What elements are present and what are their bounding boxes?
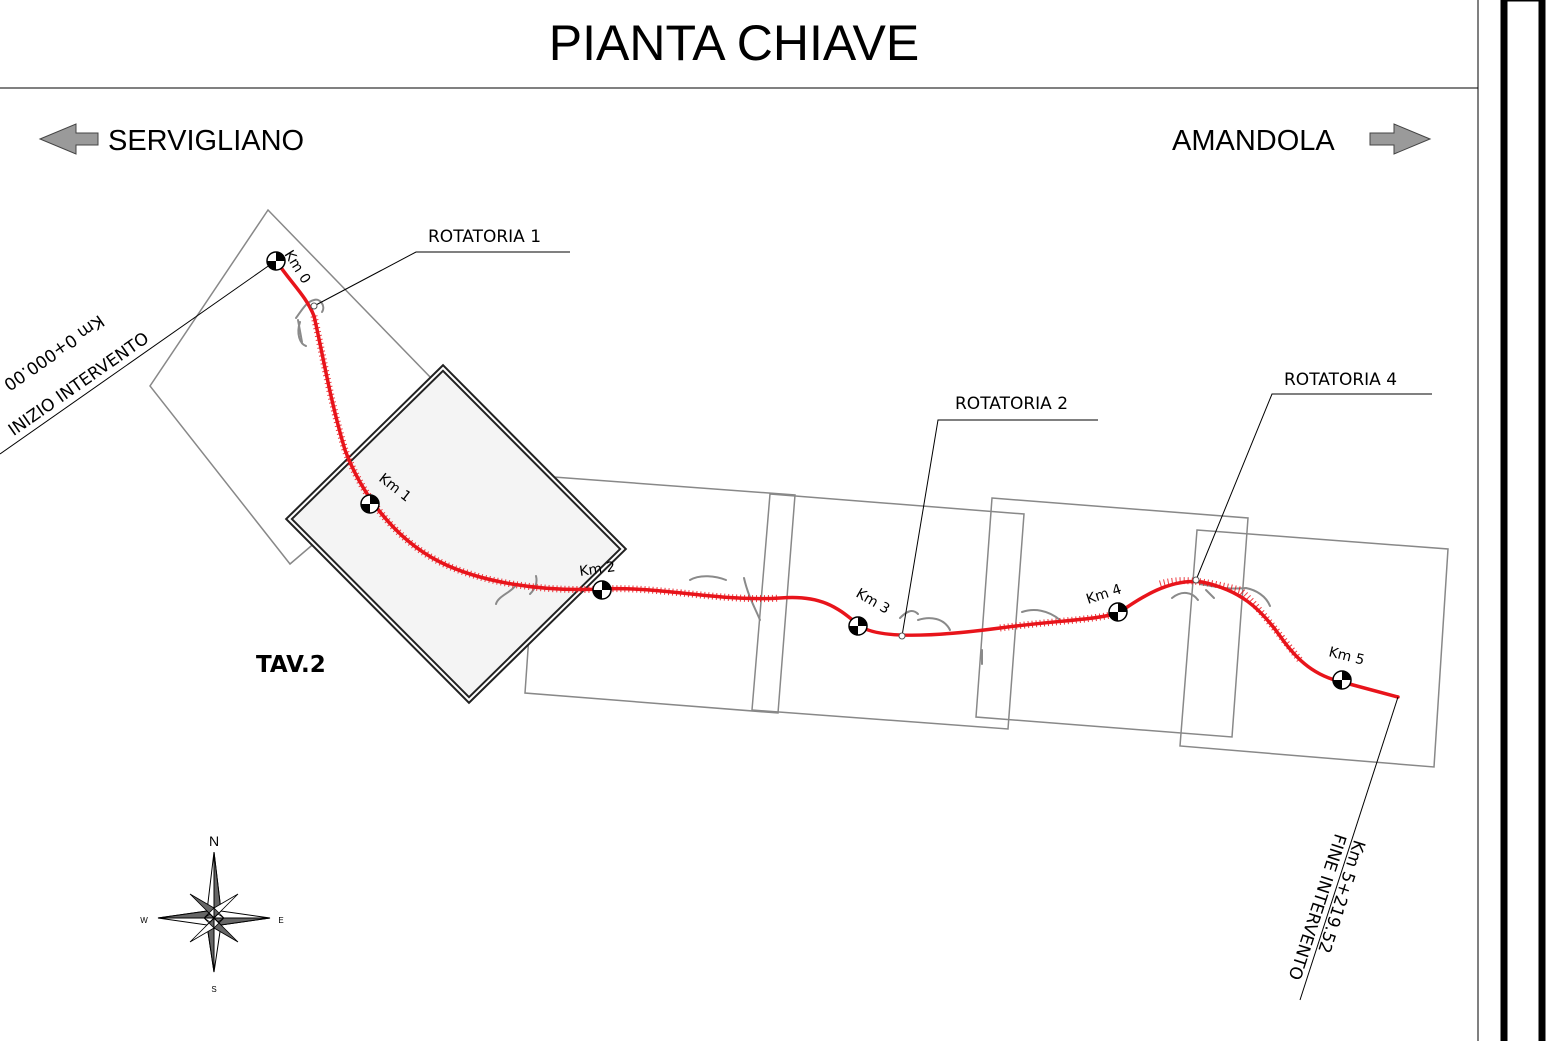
km-label-3: Km 3: [853, 586, 892, 618]
project-route: [275, 260, 1400, 699]
sheet-label-tav2: TAV.2: [256, 652, 326, 678]
roundabout-label-1: ROTATORIA 1: [428, 227, 541, 247]
arrow-right-icon: [1369, 123, 1432, 155]
km-marker-5: Km 5: [1327, 644, 1366, 690]
km-marker-2: Km 2: [578, 559, 616, 600]
end-callout: FINE INTERVENTO Km 5+219.52: [1284, 696, 1399, 1001]
km-label-2: Km 2: [578, 559, 616, 580]
compass-rose-icon: N S E W: [140, 833, 283, 994]
compass-s: S: [211, 985, 216, 994]
compass-n: N: [209, 833, 219, 849]
km-markers: Km 0 Km 1 Km 2 Km 3 Km 4 Km 5: [266, 248, 1366, 690]
km-label-5: Km 5: [1327, 644, 1366, 668]
km-marker-3: Km 3: [848, 586, 892, 636]
sheet-frame-1: [149, 208, 468, 566]
direction-east-label: AMANDOLA: [1172, 125, 1335, 157]
sheet-frame-4: [751, 493, 1025, 730]
compass-e: E: [278, 916, 283, 925]
map-title: PIANTA CHIAVE: [549, 15, 919, 71]
roundabout-label-2: ROTATORIA 2: [955, 394, 1068, 414]
route-texture: [310, 315, 1303, 663]
sheet-frame-6: [1179, 529, 1449, 768]
compass-w: W: [140, 916, 148, 925]
km-label-0: Km 0: [281, 248, 314, 287]
roundabout-callout-4: ROTATORIA 4: [1192, 370, 1432, 584]
roundabout-label-4: ROTATORIA 4: [1284, 370, 1397, 390]
roundabout-callout-2: ROTATORIA 2: [898, 394, 1098, 640]
direction-west: SERVIGLIANO: [38, 123, 304, 157]
start-callout: INIZIO INTERVENTO Km 0+000.00: [0, 261, 275, 455]
direction-west-label: SERVIGLIANO: [108, 125, 304, 157]
sheet-frame-5: [975, 497, 1249, 738]
arrow-left-icon: [38, 123, 99, 155]
direction-east: AMANDOLA: [1172, 123, 1432, 157]
roundabout-callout-1: ROTATORIA 1: [310, 227, 570, 310]
